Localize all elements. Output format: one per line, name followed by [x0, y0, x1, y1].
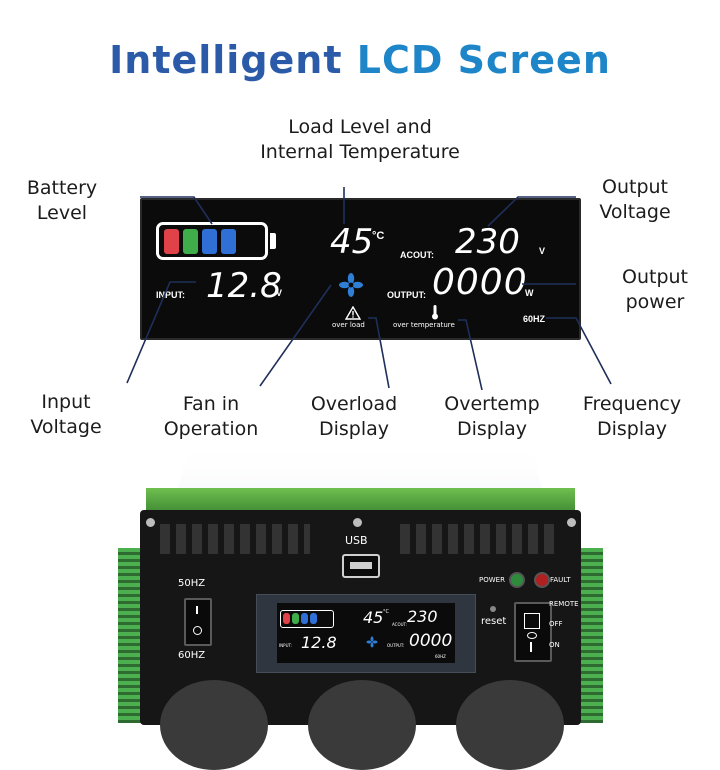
remote-label: REMOTE — [549, 600, 579, 608]
lcd-panel: 45 °C ACOUT: 230 V INPUT: 12.8 V OUTPUT:… — [140, 198, 581, 340]
mini-fan-icon — [366, 636, 378, 648]
callout-frequency-display: Frequency Display — [582, 393, 682, 440]
mode-switch[interactable] — [514, 602, 552, 662]
mini-acout: 230 — [407, 607, 438, 626]
ac-socket-2[interactable] — [308, 680, 416, 770]
page-title: Intelligent LCD Screen — [109, 38, 611, 82]
vent-left — [160, 524, 310, 554]
battery-terminal — [270, 233, 276, 249]
output-label: OUTPUT: — [387, 290, 426, 300]
input-label: INPUT: — [156, 290, 185, 300]
on-label: ON — [549, 641, 560, 649]
battery-cell — [202, 229, 217, 254]
usb-port[interactable] — [342, 554, 380, 578]
mini-output: 0000 — [409, 631, 453, 651]
battery-cell — [164, 229, 179, 254]
inverter-device: USB 50HZ 60HZ 45 °C ACOUT: 230 INPUT: 12… — [118, 488, 603, 770]
device-lcd: 45 °C ACOUT: 230 INPUT: 12.8 OUTPUT: 000… — [256, 594, 476, 673]
input-unit: V — [276, 288, 283, 298]
mini-battery-icon — [280, 610, 334, 628]
callout-battery-level: Battery Level — [26, 177, 98, 224]
fan-icon — [339, 273, 363, 297]
power-label: POWER — [479, 576, 505, 584]
acout-unit: V — [539, 246, 546, 256]
input-value: 12.8 — [206, 266, 282, 306]
callout-fan-operation: Fan in Operation — [163, 393, 259, 440]
freq-bottom-label: 60HZ — [178, 650, 206, 661]
acout-label: ACOUT: — [400, 250, 434, 260]
frequency-switch[interactable] — [184, 598, 212, 646]
callout-input-voltage: Input Voltage — [30, 391, 102, 438]
fault-label: FAULT — [550, 576, 571, 584]
battery-cell — [292, 613, 299, 624]
battery-cell — [283, 613, 290, 624]
battery-cell — [183, 229, 198, 254]
overtemp-text: over temperature — [393, 321, 455, 329]
thermometer-icon — [432, 305, 438, 320]
callout-load-temp: Load Level and Internal Temperature — [260, 116, 460, 163]
callout-overtemp-display: Overtemp Display — [444, 393, 540, 440]
temperature-value: 45 — [330, 222, 374, 262]
callout-overload-display: Overload Display — [310, 393, 398, 440]
output-value: 0000 — [432, 262, 528, 303]
reset-button[interactable] — [490, 606, 496, 612]
mini-input: 12.8 — [301, 633, 337, 652]
acout-value: 230 — [455, 222, 520, 262]
screw-icon — [146, 518, 155, 527]
battery-cell — [221, 229, 236, 254]
usb-label: USB — [345, 534, 368, 547]
overload-text: over load — [332, 321, 365, 329]
battery-cell — [301, 613, 308, 624]
reset-label: reset — [481, 616, 507, 627]
callout-output-power: Output power — [622, 266, 688, 313]
top-cover — [146, 488, 575, 513]
front-panel: USB 50HZ 60HZ 45 °C ACOUT: 230 INPUT: 12… — [140, 510, 581, 770]
ac-socket-1[interactable] — [160, 680, 268, 770]
frequency-value: 60HZ — [523, 314, 546, 324]
temperature-unit: °C — [372, 230, 385, 242]
screw-icon — [567, 518, 576, 527]
ac-socket-3[interactable] — [456, 680, 564, 770]
callout-lines — [126, 187, 612, 391]
freq-top-label: 50HZ — [178, 578, 206, 589]
power-led — [509, 572, 525, 588]
vent-right — [400, 524, 560, 554]
screw-icon — [353, 518, 362, 527]
warning-triangle-icon — [345, 306, 361, 320]
battery-cell — [310, 613, 317, 624]
battery-cells — [164, 229, 236, 254]
output-unit: W — [525, 288, 534, 298]
off-label: OFF — [549, 620, 563, 628]
fault-led — [534, 572, 550, 588]
mini-temperature: 45 — [363, 608, 384, 627]
callout-output-voltage: Output Voltage — [599, 176, 671, 223]
